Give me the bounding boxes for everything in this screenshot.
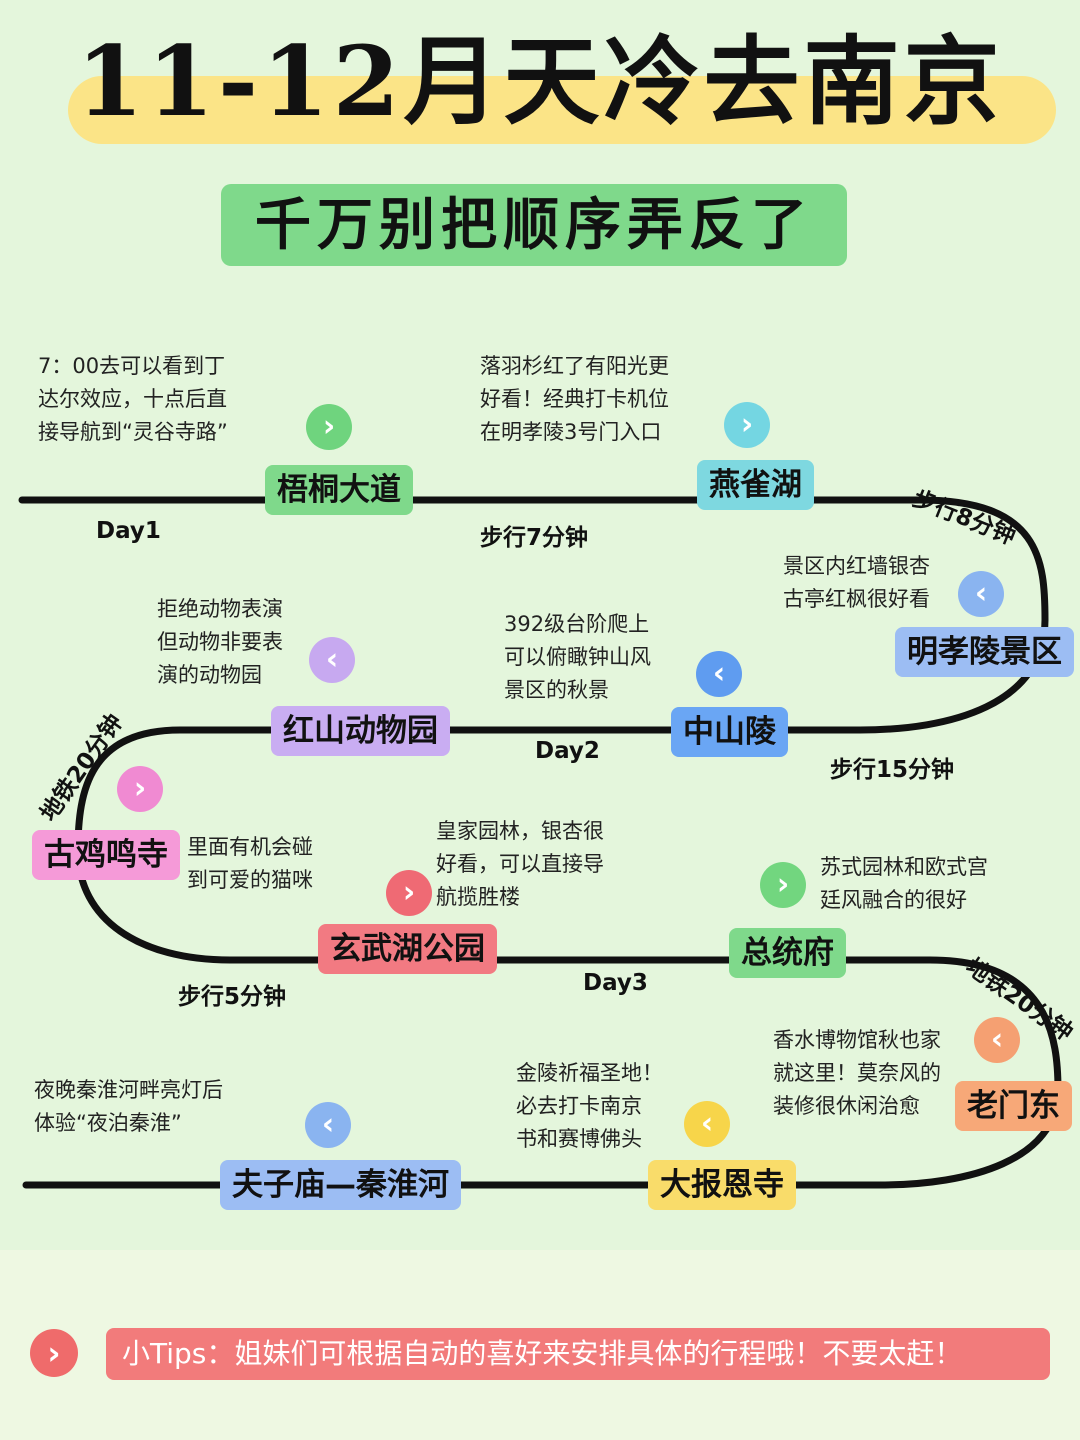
station-xuanwu: 玄武湖公园 xyxy=(318,924,497,974)
note-line: 廷风融合的很好 xyxy=(820,888,967,912)
note-line: 达尔效应，十点后直 xyxy=(38,387,227,411)
arrow-left-icon: ‹ xyxy=(958,571,1004,617)
arrow-right-icon: › xyxy=(760,862,806,908)
laomendong-note: 香水博物馆秋也家 就这里！莫奈风的 装修很休闲治愈 xyxy=(773,1024,941,1123)
station-hongshan: 红山动物园 xyxy=(271,706,450,756)
note-line: 必去打卡南京 xyxy=(516,1094,642,1118)
station-mingxiaoling: 明孝陵景区 xyxy=(895,627,1074,677)
note-line: 好看，可以直接导 xyxy=(436,852,604,876)
station-yanque: 燕雀湖 xyxy=(697,460,814,510)
note-line: 就这里！莫奈风的 xyxy=(773,1061,941,1085)
arrow-right-icon: › xyxy=(306,404,352,450)
title-highlight xyxy=(68,76,1056,144)
note-line: 落羽杉红了有阳光更 xyxy=(480,354,669,378)
note-line: 古亭红枫很好看 xyxy=(783,587,930,611)
transit-walk15: 步行15分钟 xyxy=(830,757,955,783)
transit-walk7: 步行7分钟 xyxy=(480,525,589,551)
arrow-left-icon: ‹ xyxy=(305,1102,351,1148)
note-line: 航揽胜楼 xyxy=(436,885,520,909)
note-line: 景区的秋景 xyxy=(504,678,609,702)
note-line: 里面有机会碰 xyxy=(187,835,313,859)
fuzimiao-note: 夜晚秦淮河畔亮灯后 体验“夜泊秦淮” xyxy=(34,1074,223,1140)
station-zhongshanling: 中山陵 xyxy=(671,707,788,757)
arrow-left-icon: ‹ xyxy=(696,651,742,697)
arrow-right-icon: › xyxy=(117,766,163,812)
tip-banner: 小Tips：姐妹们可根据自动的喜好来安排具体的行程哦！不要太赶！ xyxy=(106,1328,1050,1380)
note-line: 皇家园林，银杏很 xyxy=(436,819,604,843)
note-line: 到可爱的猫咪 xyxy=(187,868,313,892)
mingxiaoling-note: 景区内红墙银杏 古亭红枫很好看 xyxy=(783,550,930,616)
zongtong-note: 苏式园林和欧式宫 廷风融合的很好 xyxy=(820,851,988,917)
jiming-note: 里面有机会碰 到可爱的猫咪 xyxy=(187,831,313,897)
note-line: 景区内红墙银杏 xyxy=(783,554,930,578)
arrow-right-icon: › xyxy=(386,870,432,916)
day2-label: Day2 xyxy=(535,738,600,764)
arrow-right-icon: › xyxy=(724,402,770,448)
tip-arrow-icon: › xyxy=(30,1329,78,1377)
note-line: 接导航到“灵谷寺路” xyxy=(38,420,228,444)
note-line: 在明孝陵3号门入口 xyxy=(480,420,662,444)
xuanwu-note: 皇家园林，银杏很 好看，可以直接导 航揽胜楼 xyxy=(436,815,604,914)
note-line: 但动物非要表 xyxy=(157,630,283,654)
note-line: 苏式园林和欧式宫 xyxy=(820,855,988,879)
wutong-note: 7：00去可以看到丁 达尔效应，十点后直 接导航到“灵谷寺路” xyxy=(38,350,228,449)
arrow-left-icon: ‹ xyxy=(974,1017,1020,1063)
day1-label: Day1 xyxy=(96,518,161,544)
station-jiming: 古鸡鸣寺 xyxy=(32,830,180,880)
page-title: 11-12月天冷去南京 xyxy=(76,25,1004,138)
zhongshanling-note: 392级台阶爬上 可以俯瞰钟山风 景区的秋景 xyxy=(504,608,651,707)
station-zongtong: 总统府 xyxy=(729,928,846,978)
station-dabaoen: 大报恩寺 xyxy=(648,1160,796,1210)
station-laomendong: 老门东 xyxy=(955,1081,1072,1131)
arrow-left-icon: ‹ xyxy=(684,1101,730,1147)
note-line: 392级台阶爬上 xyxy=(504,612,650,636)
note-line: 7：00去可以看到丁 xyxy=(38,354,226,378)
yanque-note: 落羽杉红了有阳光更 好看！经典打卡机位 在明孝陵3号门入口 xyxy=(480,350,669,449)
note-line: 香水博物馆秋也家 xyxy=(773,1028,941,1052)
note-line: 演的动物园 xyxy=(157,663,262,687)
note-line: 书和赛博佛头 xyxy=(516,1127,642,1151)
note-line: 拒绝动物表演 xyxy=(157,597,283,621)
note-line: 夜晚秦淮河畔亮灯后 xyxy=(34,1078,223,1102)
station-fuzimiao: 夫子庙—秦淮河 xyxy=(220,1160,461,1210)
hongshan-note: 拒绝动物表演 但动物非要表 演的动物园 xyxy=(157,593,283,692)
note-line: 装修很休闲治愈 xyxy=(773,1094,920,1118)
note-line: 可以俯瞰钟山风 xyxy=(504,645,651,669)
day3-label: Day3 xyxy=(583,970,648,996)
note-line: 体验“夜泊秦淮” xyxy=(34,1111,182,1135)
transit-walk5: 步行5分钟 xyxy=(178,984,287,1010)
subtitle: 千万别把顺序弄反了 xyxy=(221,184,847,266)
arrow-left-icon: ‹ xyxy=(309,637,355,683)
dabaoen-note: 金陵祈福圣地！ 必去打卡南京 书和赛博佛头 xyxy=(516,1057,663,1156)
station-wutong: 梧桐大道 xyxy=(265,465,413,515)
note-line: 好看！经典打卡机位 xyxy=(480,387,669,411)
note-line: 金陵祈福圣地！ xyxy=(516,1061,663,1085)
